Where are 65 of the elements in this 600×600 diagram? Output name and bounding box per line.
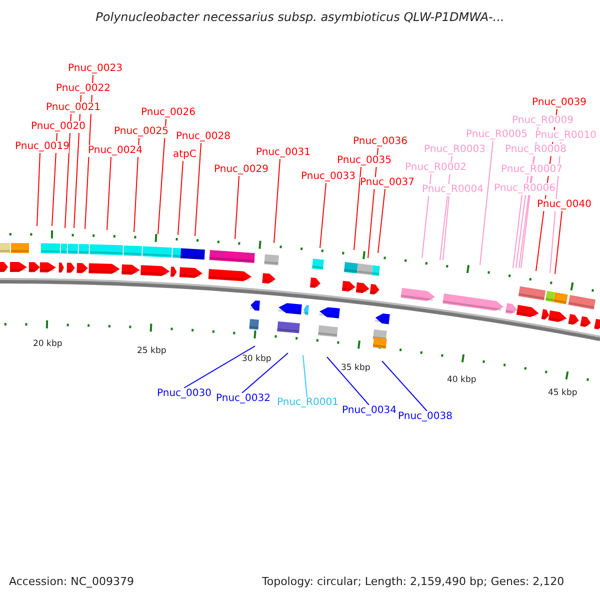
leader-line [422,174,432,258]
leader-line [320,182,326,248]
gene-label: Pnuc_R0009 [512,115,574,127]
leader-line [442,196,450,260]
gene-label: Pnuc_R0006 [494,183,556,195]
gene-label: Pnuc_0023 [68,63,122,75]
gene-label: Pnuc_0040 [537,199,592,211]
axis-tick-label: 45 kbp [548,387,578,399]
leader-line [242,352,288,394]
leader-line [326,356,370,406]
gene-label: Pnuc_R0001 [277,397,338,409]
axis-tick-label: 25 kbp [137,345,166,357]
leader-line [274,158,280,244]
leader-line [234,176,240,240]
gene-label: atpC [173,149,196,161]
axis-tick-label: 40 kbp [447,374,476,386]
gene-label: Pnuc_0031 [256,147,310,159]
gene-label: Pnuc_0033 [301,171,356,183]
gene-label: Pnuc_0038 [398,411,452,423]
accession-text: Accession: NC_009379 [9,576,134,588]
axis-tick-label: 30 kbp [242,353,272,365]
gene-label: Pnuc_R0002 [405,162,466,174]
gene-label: Pnuc_R0010 [535,130,596,142]
leader-line [52,132,58,226]
gene-label: Pnuc_R0003 [424,144,486,156]
leader-line [516,176,528,268]
axis-tick-label: 35 kbp [341,362,370,374]
genome-summary-text: Topology: circular; Length: 2,159,490 bp; Genes: 2,120 [262,576,564,588]
leader-line [480,140,494,266]
gene-label: Pnuc_0021 [46,102,100,114]
gene-label: Pnuc_0034 [342,405,396,417]
gene-label: Pnuc_0037 [360,177,414,189]
gene-label: Pnuc_R0005 [466,129,528,141]
axis-tick-label: 20 kbp [33,338,62,350]
gene-label: Pnuc_0019 [15,141,70,153]
gene-label: Pnuc_0024 [88,145,142,157]
map-title: Polynucleobacter necessarius subsp. asymbioticus QLW-P1DMWA-... [94,10,506,24]
leader-line [134,138,140,232]
leader-line [512,194,522,268]
gene-label: Pnuc_0029 [214,164,268,176]
leader-line [378,188,386,254]
gene-label: Pnuc_R0008 [505,144,566,156]
gene-label: Pnuc_0032 [216,393,270,405]
leader-line [36,152,40,226]
gene-label: Pnuc_0036 [353,136,408,148]
leader-line [158,118,166,234]
gene-label: Pnuc_R0004 [422,184,484,196]
leader-line [554,210,562,274]
gene-label: Pnuc_0035 [337,155,392,167]
gene-label: Pnuc_0025 [114,126,168,138]
gene-label: Pnuc_0020 [31,121,86,133]
gene-label: Pnuc_0026 [141,107,196,119]
gene-label: Pnuc_0022 [56,83,110,95]
leader-line [64,114,72,228]
leader-line [106,156,112,230]
gene-label: Pnuc_0028 [176,131,230,143]
gene-label: Pnuc_0030 [157,388,212,400]
leader-line [184,346,256,388]
leader-line [354,166,362,250]
leader-line [382,360,428,412]
leader-line [302,354,308,398]
leader-line [194,142,202,236]
leader-line [178,160,184,236]
gene-label: Pnuc_R0007 [501,164,562,176]
gene-label: Pnuc_0039 [532,97,586,109]
